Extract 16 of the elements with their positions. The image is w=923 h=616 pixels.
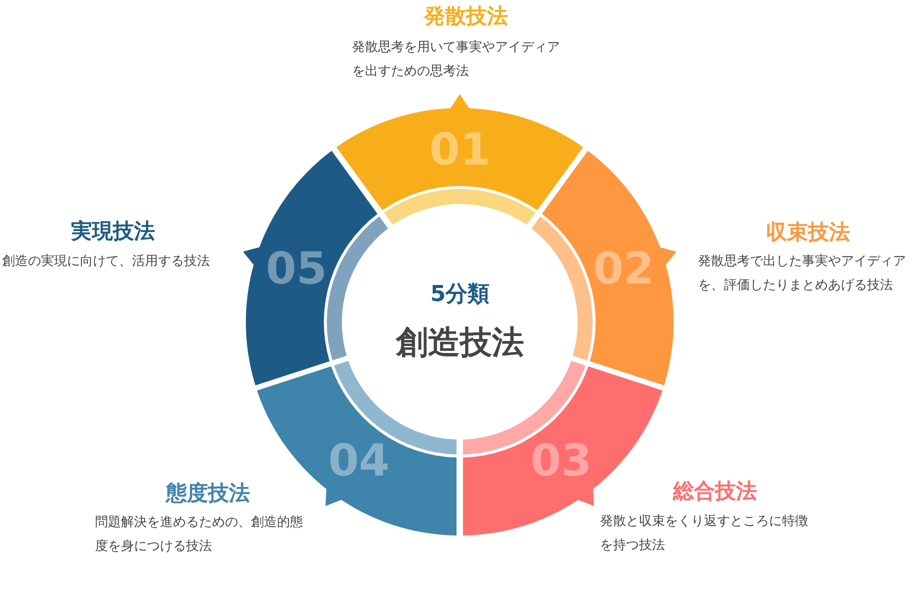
category-description: 発散思考で出した事実やアイディアを、評価したりまとめあげる技法 <box>698 253 907 295</box>
segment-number: 01 <box>429 124 491 176</box>
category-description: 発散と収束をくり返すところに特徴を持つ技法 <box>600 513 809 555</box>
segment-number: 02 <box>592 243 654 294</box>
center-title: 創造技法 <box>396 322 524 363</box>
segment-number: 04 <box>328 436 390 487</box>
category-heading: 態度技法 <box>166 480 250 507</box>
segment-number: 05 <box>266 243 328 294</box>
category-heading: 総合技法 <box>673 478 757 505</box>
category-heading: 発散技法 <box>424 3 508 30</box>
category-description: 創造の実現に向けて、活用する技法 <box>2 253 211 271</box>
category-description: 問題解決を進めるための、創造的態度を身につける技法 <box>95 514 304 556</box>
category-heading: 実現技法 <box>71 218 155 245</box>
category-heading: 収束技法 <box>766 219 850 246</box>
category-count: 5分類 <box>430 281 490 309</box>
category-description: 発散思考を用いて事実やアイディアを出すための思考法 <box>352 39 561 81</box>
